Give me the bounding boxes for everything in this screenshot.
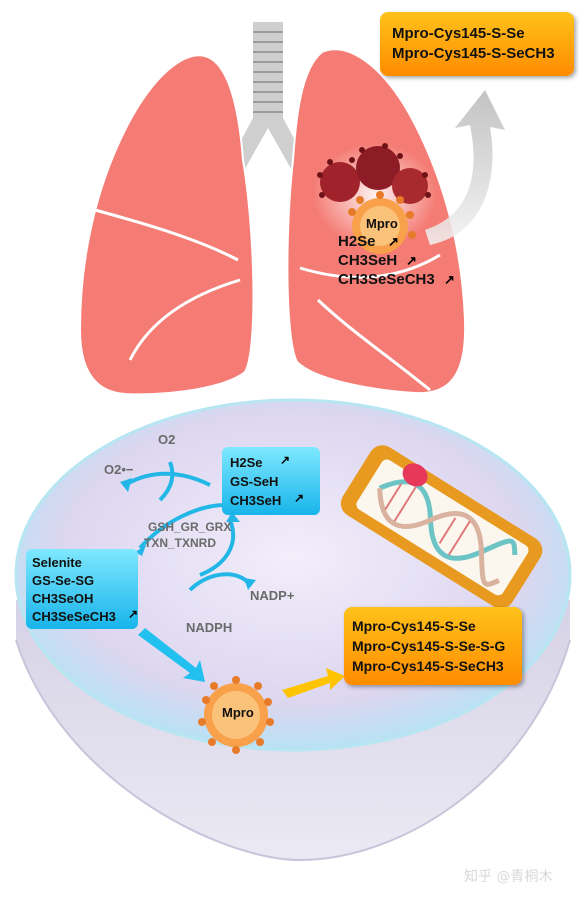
lung-virus-label: Mpro [366, 216, 398, 231]
lung-species-1: H2Se [338, 233, 376, 250]
increase-arrow-icon: ↗ [444, 272, 455, 287]
selenium-species-3: CH3SeOH [32, 591, 94, 606]
dish-virus-label: Mpro [222, 705, 254, 720]
increase-arrow-icon: ↗ [388, 234, 399, 249]
red-virus-icon [317, 143, 431, 204]
enzymes-line-2: TXN_TXNRD [144, 536, 217, 550]
increase-arrow-icon: ↗ [406, 253, 417, 268]
reduced-species-1: H2Se [230, 455, 263, 470]
top-adduct-line-1: Mpro-Cys145-S-Se [392, 25, 525, 42]
top-adduct-box: Mpro-Cys145-S-Se Mpro-Cys145-S-SeCH3 [380, 12, 574, 76]
left-lung [78, 54, 255, 396]
reduced-species-3: CH3SeH [230, 493, 282, 508]
bottom-adduct-line-3: Mpro-Cys145-S-SeCH3 [352, 658, 504, 674]
gray-arrow [425, 90, 505, 245]
top-adduct-line-2: Mpro-Cys145-S-SeCH3 [392, 45, 555, 62]
oxygen-label: O2 [158, 432, 176, 447]
nadph-label: NADPH [186, 620, 233, 635]
superoxide-label: O2•− [104, 462, 134, 477]
selenium-species-2: GS-Se-SG [32, 573, 95, 588]
orange-virus-icon [348, 191, 416, 254]
cyan-arrow [138, 628, 205, 682]
bottom-adduct-line-1: Mpro-Cys145-S-Se [352, 618, 476, 634]
lung-species-3: CH3SeSeCH3 [338, 271, 435, 288]
dish-virus-icon [198, 676, 274, 754]
yellow-arrow [282, 668, 345, 698]
increase-arrow-icon: ↗ [280, 453, 291, 467]
selenium-species-4: CH3SeSeCH3 [32, 609, 116, 624]
lung-species-2: CH3SeH [338, 252, 398, 269]
reduced-species-box: H2Se GS-SeH CH3SeH ↗ ↗ [222, 447, 320, 515]
selenium-species-box: Selenite GS-Se-SG CH3SeOH CH3SeSeCH3 ↗ [26, 549, 138, 629]
increase-arrow-icon: ↗ [128, 607, 139, 621]
dna-bar [340, 445, 543, 609]
reduced-species-2: GS-SeH [230, 474, 279, 489]
increase-arrow-icon: ↗ [294, 491, 305, 505]
bottom-adduct-line-2: Mpro-Cys145-S-Se-S-G [352, 638, 506, 654]
enzymes-line-1: GSH_GR_GRX [148, 520, 232, 534]
watermark: 知乎 @青桐木 [464, 869, 553, 885]
trachea [226, 22, 310, 174]
selenium-species-1: Selenite [32, 555, 82, 570]
bottom-adduct-box: Mpro-Cys145-S-Se Mpro-Cys145-S-Se-S-G Mp… [344, 607, 522, 685]
nadp-label: NADP+ [250, 588, 295, 603]
